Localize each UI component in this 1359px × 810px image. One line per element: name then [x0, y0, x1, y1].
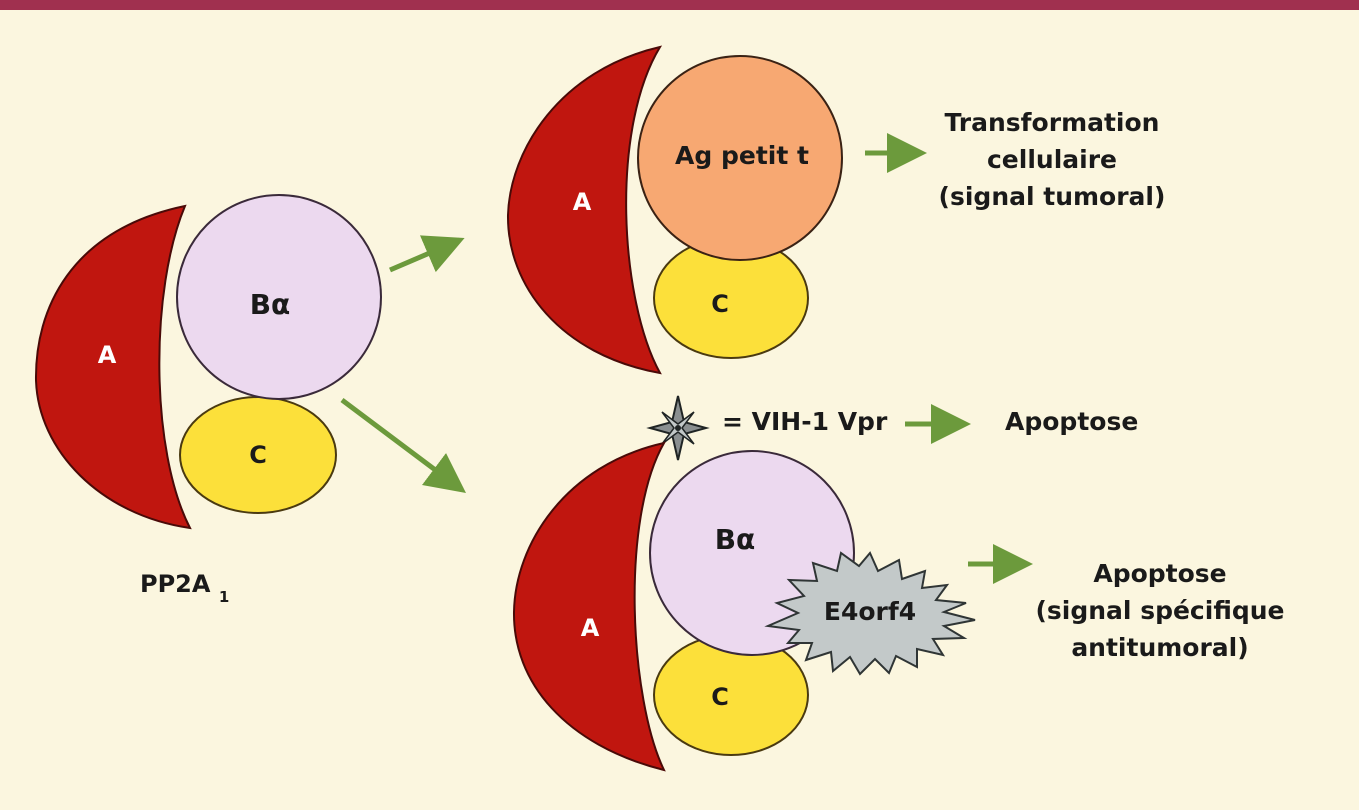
- bottom-b-alpha-label: Bα: [715, 523, 756, 556]
- left-subunit-b-alpha: [176, 194, 382, 400]
- left-b-alpha-label: Bα: [250, 288, 291, 321]
- arrow-right-icon-down: [340, 398, 466, 493]
- transformation-line1: Transformation: [945, 108, 1160, 137]
- apoptose-antitumoral-line3: antitumoral): [1071, 633, 1248, 662]
- top-small-t-antigen: [637, 55, 843, 261]
- top-subunit-a: [506, 45, 663, 375]
- pp2a-name-main: PP2A: [140, 570, 211, 598]
- apoptose-antitumoral-line1: Apoptose: [1093, 559, 1226, 588]
- bottom-c-label: C: [711, 683, 729, 711]
- left-complex-name: PP2A 1: [140, 570, 229, 606]
- bottom-a-label: A: [581, 614, 600, 642]
- bottom-complex: A Bα E4orf4 C: [512, 441, 976, 772]
- transformation-line2: cellulaire: [987, 145, 1117, 174]
- left-c-label: C: [249, 441, 267, 469]
- left-subunit-a: [34, 204, 192, 530]
- transformation-line3: (signal tumoral): [939, 182, 1166, 211]
- vpr-apoptose: Apoptose: [1005, 407, 1138, 436]
- left-complex: A Bα C PP2A 1: [34, 194, 382, 606]
- vpr-label: = VIH-1 Vpr: [722, 407, 888, 436]
- top-complex: A Ag petit t C: [506, 45, 843, 375]
- arrow-right-icon-up: [389, 235, 465, 273]
- apoptose-antitumoral-line2: (signal spécifique: [1035, 596, 1284, 625]
- top-bar: [0, 0, 1359, 10]
- left-a-label: A: [98, 341, 117, 369]
- e4orf4-burst: [764, 551, 976, 676]
- top-c-label: C: [711, 290, 729, 318]
- top-antigen-label: Ag petit t: [675, 141, 809, 170]
- bottom-subunit-a: [512, 441, 666, 772]
- top-a-label: A: [573, 188, 592, 216]
- pp2a-name-subscript: 1: [219, 588, 229, 606]
- e4orf4-label: E4orf4: [824, 597, 916, 626]
